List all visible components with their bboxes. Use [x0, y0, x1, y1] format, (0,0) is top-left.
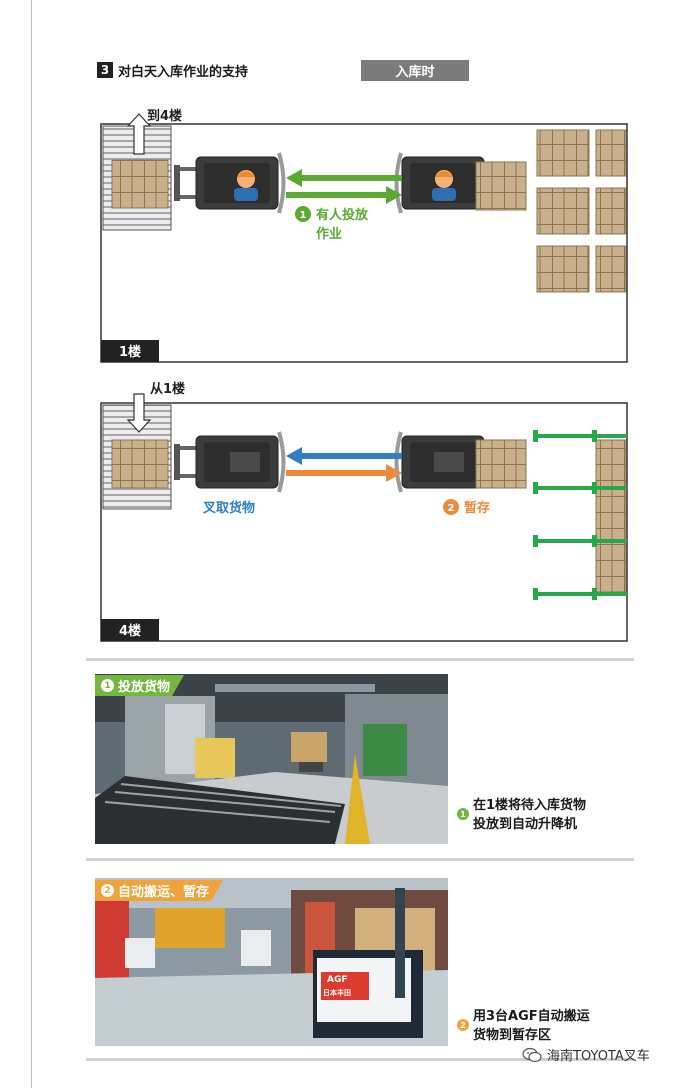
blue-arrow-left [286, 447, 402, 465]
wechat-icon [522, 1047, 542, 1062]
down-arrow-icon [126, 393, 152, 433]
panel1-tag-text: 投放货物 [118, 680, 171, 695]
panel2-tag-text: 自动搬运、暂存 [118, 885, 210, 900]
floor4-step-number: 2 [448, 503, 455, 514]
floor1-step-line1: 有人投放 [316, 207, 369, 223]
floor1-label: 1楼 [119, 344, 141, 360]
forklift-manned-left [174, 151, 286, 215]
green-arrow-right [286, 186, 402, 204]
floor4-lift-note: 从1楼 [150, 381, 185, 397]
pallet-stacks-1f [536, 129, 627, 293]
floor-diagram: 到4楼 1 有人投放 作业 [100, 108, 628, 642]
floor1-step-line2: 作业 [316, 226, 342, 242]
panel2-caption-line1: 用3台AGF自动搬运 [473, 1009, 590, 1024]
panel1-tag-number: 1 [101, 679, 114, 692]
floor4-diagram: 从1楼 叉取货物 2 暂存 [100, 381, 628, 642]
inbound-badge: 入库时 [361, 60, 469, 81]
staging-rack-4f [533, 430, 627, 600]
panel2-caption: 2 用3台AGF自动搬运 货物到暂存区 [457, 1007, 590, 1045]
photo-input-goods [95, 674, 448, 844]
section-title: 对白天入库作业的支持 [118, 64, 249, 80]
panel1-caption-number: 1 [457, 808, 469, 820]
divider-3 [86, 1058, 634, 1061]
orange-arrow-right [286, 464, 402, 482]
panel1-tag: 1 投放货物 [95, 675, 184, 696]
floor4-step-label: 暂存 [464, 500, 490, 516]
green-arrow-left [286, 169, 402, 187]
section-number: 3 [97, 62, 113, 78]
watermark-text: 海南TOYOTA叉车 [547, 1049, 650, 1064]
panel1-caption-line1: 在1楼将待入库货物 [473, 798, 587, 813]
page-margin-line [31, 0, 32, 1088]
up-arrow-icon [126, 113, 152, 155]
divider-1 [86, 658, 634, 661]
panel2-tag-number: 2 [101, 884, 114, 897]
panel1-caption: 1 在1楼将待入库货物 投放到自动升降机 [457, 796, 586, 834]
panel2-caption-line2: 货物到暂存区 [473, 1028, 552, 1043]
agf-forklift-left [174, 430, 286, 494]
forklift-manned-right [394, 151, 486, 215]
panel2-tag: 2 自动搬运、暂存 [95, 880, 223, 901]
floor4-pick-label: 叉取货物 [202, 500, 255, 516]
floor1-diagram: 到4楼 1 有人投放 作业 [100, 108, 628, 363]
floor1-step-number: 1 [300, 210, 307, 221]
agf-forklift-right [394, 430, 486, 494]
photo-agf-transport: AGF 日本丰田 [95, 878, 448, 1046]
watermark: 海南TOYOTA叉车 [522, 1045, 650, 1064]
section-header: 3 对白天入库作业的支持 [97, 60, 248, 80]
floor4-label: 4楼 [119, 623, 141, 639]
agf-brand-text: 日本丰田 [323, 988, 351, 997]
panel1-caption-line2: 投放到自动升降机 [473, 817, 578, 832]
panel2-caption-number: 2 [457, 1019, 469, 1031]
agf-sign-text: AGF [327, 975, 348, 985]
divider-2 [86, 858, 634, 861]
floor1-lift-note: 到4楼 [147, 108, 182, 124]
